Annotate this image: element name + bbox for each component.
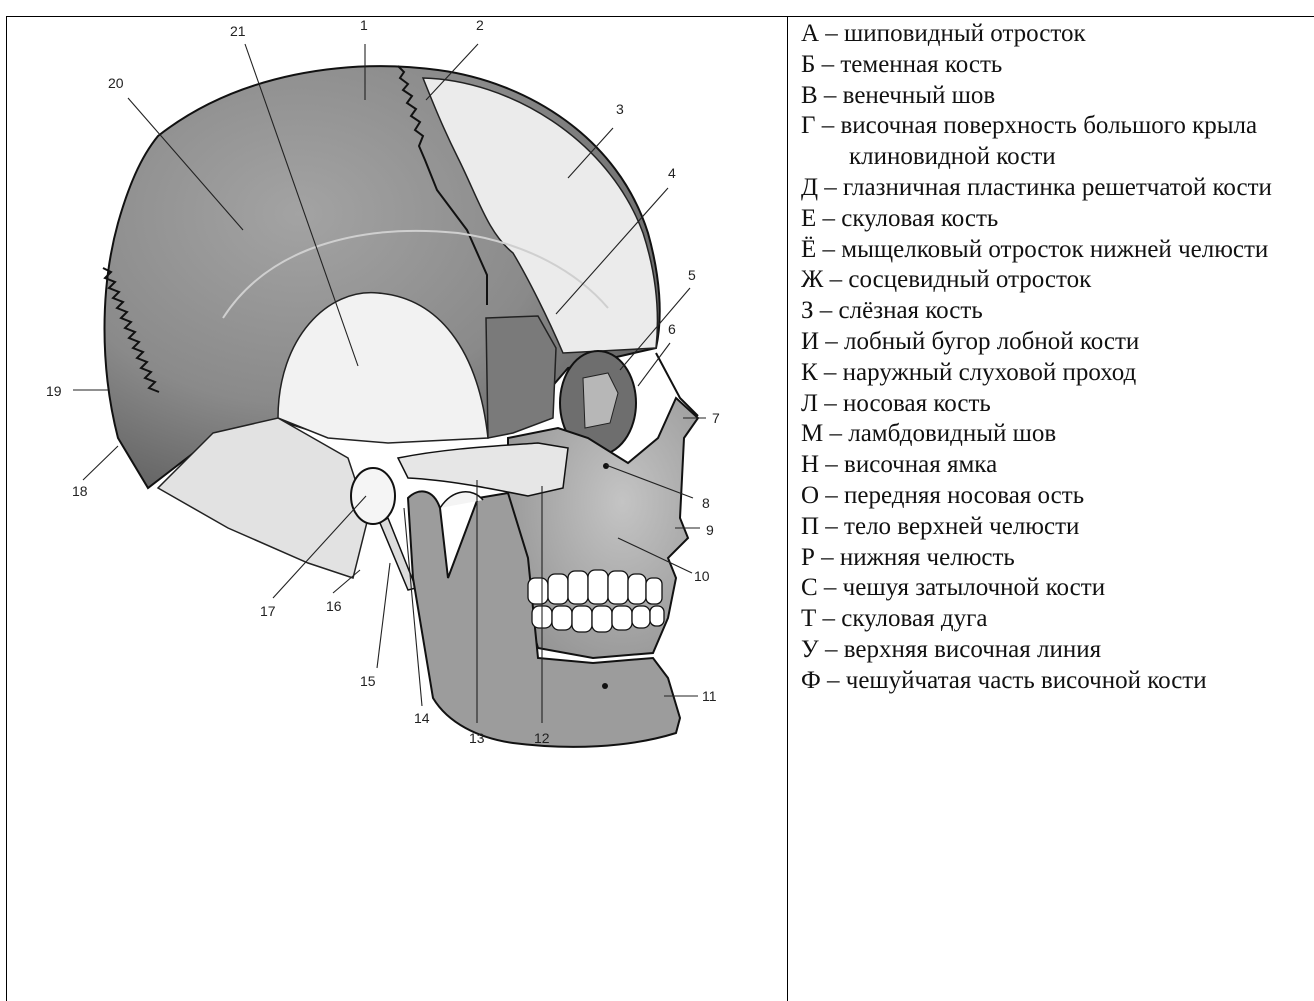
legend-item-i: И – лобный бугор лобной кости <box>801 327 1311 358</box>
legend-item-u: У – верхняя височная линия <box>801 635 1311 666</box>
legend-item-o: О – передняя носовая ость <box>801 481 1311 512</box>
callout-16: 16 <box>326 598 342 614</box>
legend-item-d: Д – глазничная пластинка решетчатой кост… <box>801 173 1311 204</box>
callout-15: 15 <box>360 673 376 689</box>
legend-item-l: Л – носовая кость <box>801 389 1311 420</box>
callout-10: 10 <box>694 568 710 584</box>
legend-item-n: Н – височная ямка <box>801 450 1311 481</box>
callout-17: 17 <box>260 603 276 619</box>
mental-foramen <box>602 683 608 689</box>
legend-item-s: С – чешуя затылочной кости <box>801 573 1311 604</box>
skull-lateral-view-illustration: 1 2 3 4 5 6 7 8 9 10 11 12 13 14 15 16 1… <box>8 18 786 998</box>
callout-12: 12 <box>534 730 550 746</box>
callout-9: 9 <box>706 522 714 538</box>
callout-4: 4 <box>668 165 676 181</box>
callout-14: 14 <box>414 710 430 726</box>
callout-2: 2 <box>476 18 484 33</box>
legend-item-yo: Ё – мыщелковый отросток нижней челюсти <box>801 235 1311 266</box>
skull-figure-cell: 1 2 3 4 5 6 7 8 9 10 11 12 13 14 15 16 1… <box>8 18 786 998</box>
external-acoustic-meatus <box>351 468 395 524</box>
callout-3: 3 <box>616 101 624 117</box>
callout-18: 18 <box>72 483 88 499</box>
callout-5: 5 <box>688 267 696 283</box>
legend-item-e: Е – скуловая кость <box>801 204 1311 235</box>
table-top-border <box>6 16 1314 17</box>
legend-item-g: Г – височная поверхность большого крыла … <box>801 111 1311 173</box>
callout-6: 6 <box>668 321 676 337</box>
legend-item-r: Р – нижняя челюсть <box>801 543 1311 574</box>
legend-item-a: А – шиповидный отросток <box>801 19 1311 50</box>
legend-item-zh: Ж – сосцевидный отросток <box>801 265 1311 296</box>
sphenoid-greater-wing <box>486 316 556 438</box>
table-left-border <box>6 16 7 1001</box>
legend-item-t: Т – скуловая дуга <box>801 604 1311 635</box>
table-column-divider <box>787 16 788 1001</box>
callout-21: 21 <box>230 23 246 39</box>
callout-1: 1 <box>360 18 368 33</box>
callout-20: 20 <box>108 75 124 91</box>
callout-11: 11 <box>702 688 717 704</box>
callout-13: 13 <box>469 730 485 746</box>
legend-item-f: Ф – чешуйчатая часть височной кости <box>801 666 1311 697</box>
legend-item-m: М – ламбдовидный шов <box>801 419 1311 450</box>
legend-item-p: П – тело верхней челюсти <box>801 512 1311 543</box>
callout-8: 8 <box>702 495 710 511</box>
legend-item-b: Б – теменная кость <box>801 50 1311 81</box>
answer-legend-list: А – шиповидный отросток Б – теменная кос… <box>801 19 1311 697</box>
legend-item-z: З – слёзная кость <box>801 296 1311 327</box>
legend-item-v: В – венечный шов <box>801 81 1311 112</box>
legend-item-k: К – наружный слуховой проход <box>801 358 1311 389</box>
callout-7: 7 <box>712 410 720 426</box>
callout-19: 19 <box>46 383 62 399</box>
